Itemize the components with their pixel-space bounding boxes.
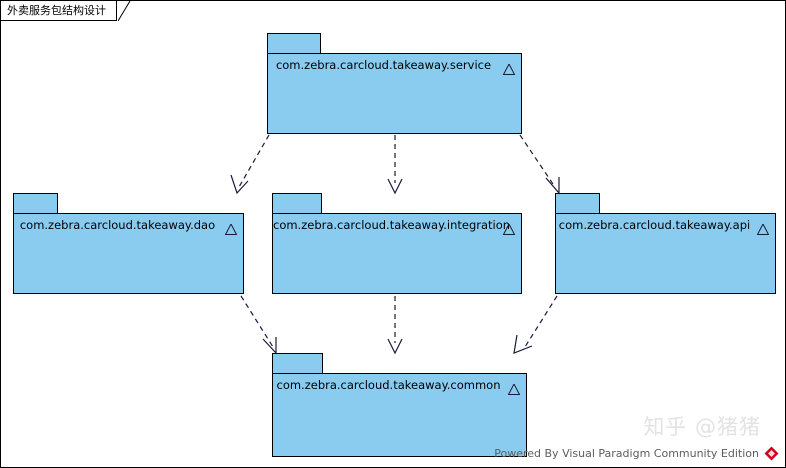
package-body: com.zebra.carcloud.takeaway.common: [272, 373, 527, 457]
package-name-label: com.zebra.carcloud.takeaway.api: [558, 218, 751, 232]
package-integration[interactable]: com.zebra.carcloud.takeaway.integration: [272, 193, 522, 294]
dependency-service-to-integration: [387, 135, 403, 195]
dependency-integration-to-common: [387, 296, 403, 355]
package-service[interactable]: com.zebra.carcloud.takeaway.service: [267, 33, 522, 134]
dependency-service-to-api: [519, 134, 560, 195]
package-common[interactable]: com.zebra.carcloud.takeaway.common: [272, 353, 527, 457]
dependency-dao-to-common: [240, 295, 277, 355]
package-name-label: com.zebra.carcloud.takeaway.integration: [273, 218, 511, 232]
package-tab: [272, 193, 322, 213]
diagram-frame-title-tab: 外卖服务包结构设计: [1, 1, 117, 21]
dependency-api-to-common: [513, 295, 558, 354]
triangle-icon: [507, 380, 521, 395]
package-body: com.zebra.carcloud.takeaway.integration: [272, 213, 522, 294]
package-body: com.zebra.carcloud.takeaway.dao: [13, 213, 244, 294]
triangle-icon: [756, 220, 770, 235]
triangle-icon: [502, 60, 516, 75]
package-tab: [272, 353, 323, 373]
package-dao[interactable]: com.zebra.carcloud.takeaway.dao: [13, 193, 244, 294]
package-tab: [555, 193, 600, 213]
vp-diamond-icon: [764, 446, 779, 461]
dependency-service-to-dao: [230, 134, 270, 195]
package-api[interactable]: com.zebra.carcloud.takeaway.api: [555, 193, 776, 294]
package-name-label: com.zebra.carcloud.takeaway.common: [276, 378, 501, 392]
package-body: com.zebra.carcloud.takeaway.service: [267, 53, 522, 134]
package-tab: [267, 33, 321, 53]
package-tab: [13, 193, 58, 213]
diagram-frame-tab-corner: [118, 1, 138, 21]
triangle-icon: [224, 220, 238, 235]
visual-paradigm-credit: Powered By Visual Paradigm Community Edi…: [494, 447, 759, 460]
package-body: com.zebra.carcloud.takeaway.api: [555, 213, 776, 294]
zhihu-watermark: 知乎 @猪猪: [643, 415, 761, 439]
package-name-label: com.zebra.carcloud.takeaway.service: [275, 58, 492, 72]
diagram-frame-title: 外卖服务包结构设计: [7, 4, 106, 17]
package-name-label: com.zebra.carcloud.takeaway.dao: [19, 218, 216, 232]
triangle-icon: [502, 220, 516, 235]
